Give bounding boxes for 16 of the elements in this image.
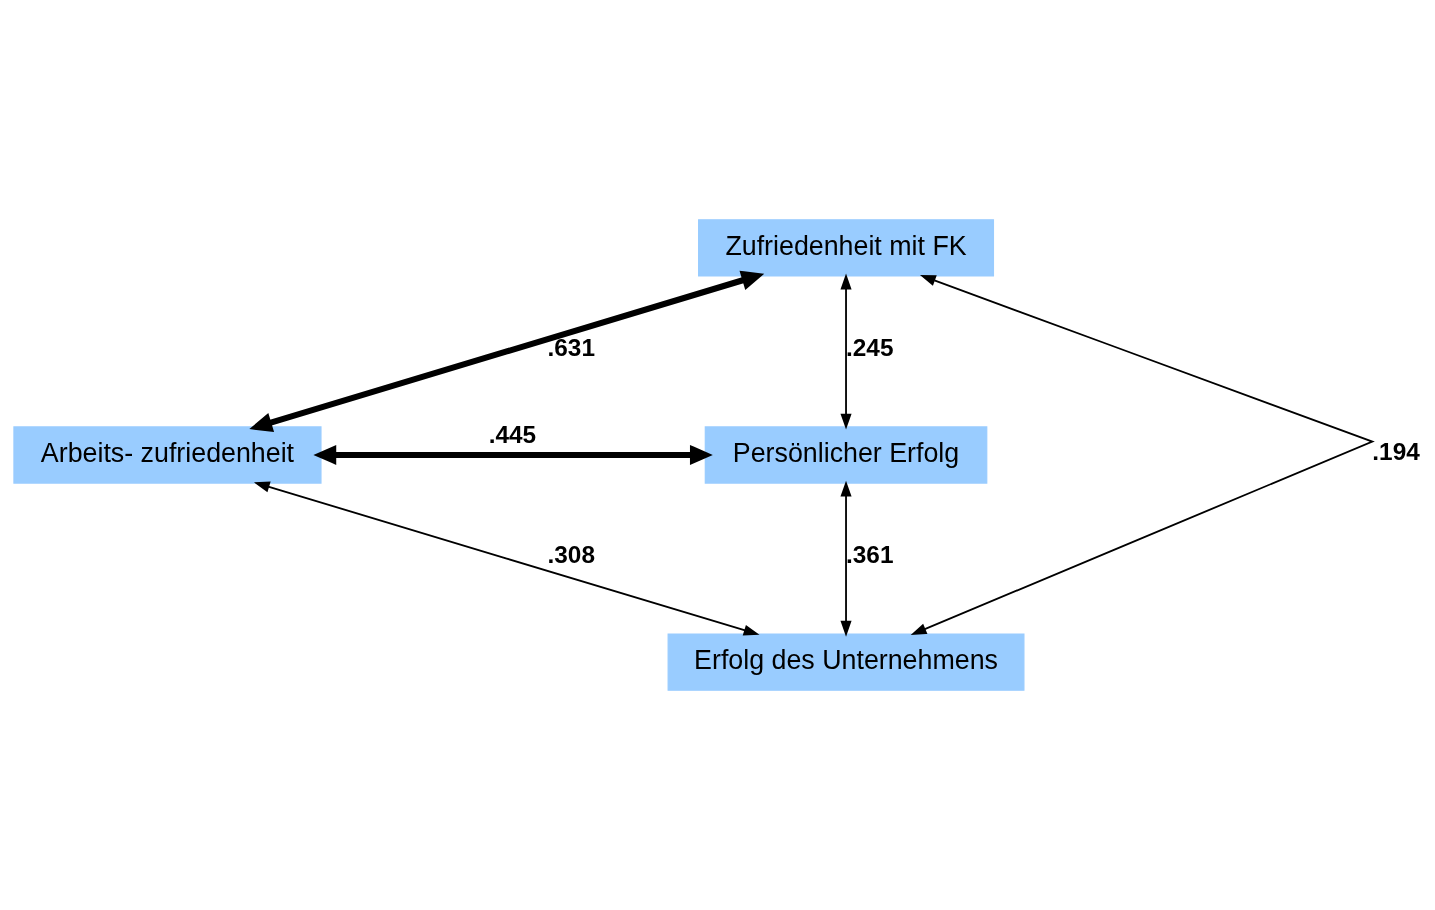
node-box: Zufriedenheit mit FK [698, 219, 995, 277]
node-box: Arbeits- zufriedenheit [13, 426, 322, 484]
arrow [249, 270, 765, 433]
node-box: Erfolg des Unternehmens [667, 633, 1025, 691]
arrow [840, 480, 852, 637]
edge-label: .194 [1372, 437, 1420, 465]
edge-label: .361 [846, 541, 894, 569]
arrow [840, 273, 852, 430]
arrow [313, 445, 713, 465]
edge-label: .445 [488, 420, 537, 448]
arrow [253, 481, 760, 636]
edge-label: .631 [547, 334, 595, 362]
arrow [910, 275, 1374, 635]
node-box: Persönlicher Erfolg [704, 426, 988, 484]
edge-label: .308 [547, 541, 595, 569]
edge-label: .245 [846, 334, 894, 362]
